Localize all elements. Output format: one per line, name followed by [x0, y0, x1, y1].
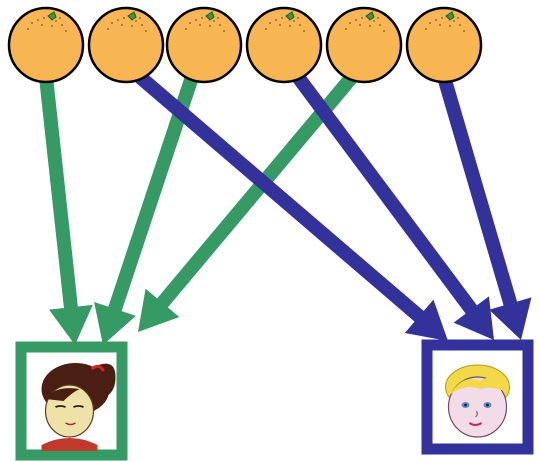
arrow-head — [49, 304, 93, 345]
arrow-shaft — [39, 76, 79, 312]
arrow-head — [453, 296, 494, 340]
girl-face-icon — [41, 363, 116, 451]
arrow-orange-4-to-boy — [292, 72, 494, 340]
orange-icon — [325, 6, 403, 84]
arrow-head — [94, 302, 136, 345]
boy-face-icon — [445, 364, 510, 438]
arrow-shaft — [292, 72, 480, 317]
arrows-layer — [39, 71, 532, 345]
recipient-boy — [421, 339, 534, 455]
orange-icon — [405, 6, 483, 84]
arrow-orange-1-to-girl — [39, 76, 93, 345]
arrow-shaft — [437, 75, 519, 310]
orange-icon — [87, 6, 165, 84]
orange-icon — [245, 6, 323, 84]
orange-icon — [7, 6, 85, 84]
arrow-orange-6-to-boy — [437, 75, 532, 340]
arrow-head — [489, 297, 532, 340]
recipients-layer — [15, 339, 534, 461]
oranges-layer — [7, 6, 483, 84]
arrow-head — [404, 299, 448, 341]
recipient-girl — [15, 341, 128, 461]
arrow-head — [138, 288, 180, 332]
arrow-shaft — [135, 71, 427, 325]
orange-icon — [165, 6, 243, 84]
arrow-orange-2-to-boy — [135, 71, 448, 341]
